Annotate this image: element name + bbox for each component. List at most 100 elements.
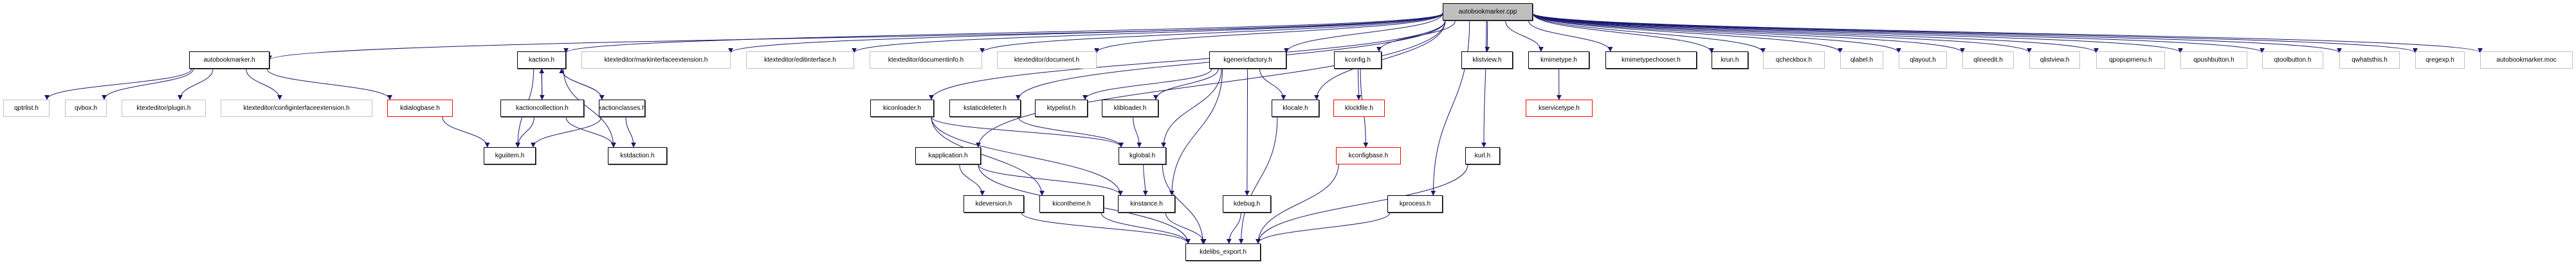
node-abh[interactable]: autobookmarker.h [189,51,269,69]
node-qwhatsthis: qwhatsthis.h [2339,51,2400,69]
edge-kgenericfactory-to-kdebug [1244,68,1250,196]
edge-kicontheme-to-kdelibs-export [1101,212,1191,244]
edge-kactioncollection-to-kguiitem [515,116,534,148]
edge-cpp-to-kaction [563,13,1443,53]
edge-cpp-to-qwhatsthis [1532,13,2342,53]
node-kte-plugin: ktexteditor/plugin.h [122,100,206,117]
node-cpp[interactable]: autobookmarker.cpp [1443,3,1533,21]
node-label: kdelibs_export.h [1200,249,1247,256]
node-label: autobookmarker.h [203,57,255,64]
node-kiconloader[interactable]: kiconloader.h [870,100,934,117]
edge-kgenericfactory-to-kinstance [1169,68,1223,196]
edge-kstaticdeleter-to-kglobal [1018,116,1124,148]
node-label: qtoolbutton.h [2274,57,2312,64]
node-label: qlistview.h [2040,57,2070,64]
edge-kaction-to-kstdaction [563,68,616,148]
node-kglobal[interactable]: kglobal.h [1119,147,1166,164]
node-kapplication[interactable]: kapplication.h [915,147,981,164]
edge-kglobal-to-kdelibs-export [1162,164,1206,244]
edge-kiconloader-to-kglobal [931,116,1124,148]
node-kdeversion[interactable]: kdeversion.h [964,195,1024,213]
node-label: krun.h [1721,57,1739,64]
node-label: kdeversion.h [975,200,1012,207]
node-kicontheme[interactable]: kicontheme.h [1039,195,1104,213]
edge-cpp-to-kapplication [976,20,1446,148]
node-kservicetype[interactable]: kservicetype.h [1526,100,1593,117]
node-kdialogbase[interactable]: kdialogbase.h [387,100,453,117]
node-qvbox: qvbox.h [65,100,107,117]
node-label: kconfig.h [1344,57,1371,64]
edge-cpp-to-kte-doc [1094,13,1443,53]
node-klocale[interactable]: klocale.h [1272,100,1319,117]
node-label: klockfile.h [1345,105,1373,112]
node-kactioncollection[interactable]: kactioncollection.h [500,100,584,117]
node-kte-doc: ktexteditor/document.h [997,51,1097,69]
node-label: kmimetypechooser.h [1621,57,1681,64]
node-kinstance[interactable]: kinstance.h [1118,195,1175,213]
edge-kapplication-to-kdeversion [959,164,985,196]
edge-kactionclasses-to-kstdaction [625,116,636,148]
node-label: qregexp.h [2425,57,2454,64]
edge-cpp-to-qlayout [1532,13,1901,53]
node-kmimetypechooser[interactable]: kmimetypechooser.h [1605,51,1697,69]
node-ktypelist[interactable]: ktypelist.h [1035,100,1088,117]
node-kstdaction[interactable]: kstdaction.h [608,147,667,164]
node-label: autobookmarker.cpp [1458,8,1517,15]
edge-kiconloader-to-kicontheme [931,116,1045,196]
node-label: qcheckbox.h [1775,57,1813,64]
node-kconfig[interactable]: kconfig.h [1334,51,1382,69]
node-kconfigbase[interactable]: kconfigbase.h [1336,147,1401,164]
node-label: kactionclasses.h [598,105,646,112]
edge-cpp-to-abh [267,14,1443,61]
node-klockfile[interactable]: klockfile.h [1333,100,1385,117]
edge-kactionclasses-to-kguiitem [531,116,602,148]
node-kguiitem[interactable]: kguiitem.h [484,147,536,164]
edge-cpp-to-kte-markext [728,13,1443,53]
edge-cpp-to-kmimetypechooser [1528,20,1613,52]
node-label: kdebug.h [1233,200,1261,207]
node-qptrlist: qptrlist.h [3,100,50,117]
node-label: kaction.h [528,57,555,64]
node-label: kconfigbase.h [1348,152,1389,159]
node-kmimetype[interactable]: kmimetype.h [1528,51,1589,69]
node-label: kapplication.h [928,152,968,159]
edge-abh-to-kte-plugin [178,68,214,100]
edge-cpp-to-kmimetype [1505,20,1544,52]
edge-cpp-to-moc [1532,13,2483,53]
edge-kgenericfactory-to-kglobal [1161,68,1222,148]
node-qlineedit: qlineedit.h [1962,51,2014,69]
node-qpushbutton: qpushbutton.h [2180,51,2247,69]
node-label: qwhatsthis.h [2352,57,2388,64]
edge-klibloader-to-kglobal [1133,116,1142,148]
node-label: ktexteditor/document.h [1014,57,1080,64]
node-kstaticdeleter[interactable]: kstaticdeleter.h [949,100,1021,117]
node-label: klibloader.h [1113,105,1147,112]
node-kaction[interactable]: kaction.h [517,51,566,69]
edge-abh-to-kte-cfgext [246,68,282,100]
node-label: kicontheme.h [1052,200,1091,207]
node-kdebug[interactable]: kdebug.h [1223,195,1271,213]
node-klistview[interactable]: klistview.h [1461,51,1513,69]
node-kte-docinfo: ktexteditor/documentinfo.h [870,51,982,69]
node-krun[interactable]: krun.h [1712,51,1748,69]
node-kdelibs-export[interactable]: kdelibs_export.h [1185,243,1261,261]
node-kprocess[interactable]: kprocess.h [1387,195,1443,213]
edge-kdeversion-to-kdelibs-export [1021,212,1191,244]
node-kte-edit: ktexteditor/editinterface.h [746,51,854,69]
edge-cpp-to-qlistview [1532,13,2032,53]
node-kactionclasses[interactable]: kactionclasses.h [598,100,646,117]
node-label: ktexteditor/configinterfaceextension.h [243,105,350,112]
node-klibloader[interactable]: klibloader.h [1102,100,1158,117]
node-qregexp: qregexp.h [2415,51,2465,69]
edge-cpp-to-kte-docinfo [980,13,1443,53]
node-label: kactioncollection.h [516,105,569,112]
edge-kgenericfactory-to-ktypelist [1082,68,1212,100]
node-qtoolbutton: qtoolbutton.h [2262,51,2323,69]
node-kgenericfactory[interactable]: kgenericfactory.h [1209,51,1286,69]
edge-kconfig-to-klockfile [1356,68,1362,100]
edge-kconfigbase-to-kdelibs-export [1256,164,1339,244]
node-kurl[interactable]: kurl.h [1465,147,1500,164]
node-label: qlineedit.h [1973,57,2003,64]
